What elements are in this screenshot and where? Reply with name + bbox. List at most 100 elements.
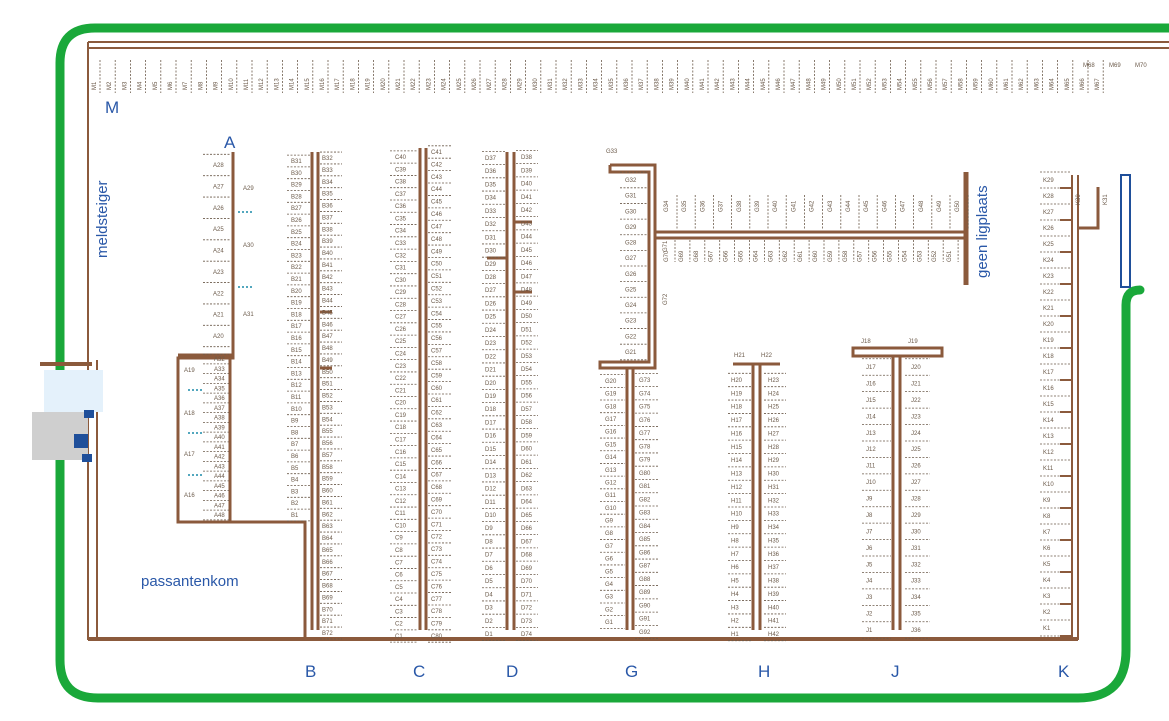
berth-g47: G47: [901, 200, 907, 212]
berth-c73: C73: [431, 547, 443, 553]
berth-c36: C36: [395, 204, 407, 210]
berth-b13: B13: [291, 371, 302, 377]
pier-d: [487, 152, 532, 630]
berth-d46: D46: [521, 261, 533, 267]
berth-k13: K13: [1043, 434, 1054, 440]
berth-b4: B4: [291, 478, 299, 484]
berth-g72: G72: [663, 293, 669, 305]
berth-g39: G39: [755, 200, 761, 212]
berth-g46: G46: [882, 200, 888, 212]
berth-h15: H15: [731, 445, 743, 451]
berth-c33: C33: [395, 241, 407, 247]
berth-b23: B23: [291, 253, 302, 259]
berth-d48: D48: [521, 288, 533, 294]
berth-m52: M52: [867, 78, 873, 90]
berth-k23: K23: [1043, 274, 1054, 280]
berth-j16: J16: [866, 381, 876, 387]
berth-a41: A41: [214, 445, 225, 451]
berth-b18: B18: [291, 312, 302, 318]
berth-c14: C14: [395, 474, 407, 480]
berth-a42: A42: [214, 455, 225, 461]
berth-a22: A22: [213, 291, 224, 297]
berth-m3: M3: [122, 81, 128, 90]
berth-m57: M57: [943, 78, 949, 90]
berth-h9: H9: [731, 525, 739, 531]
berth-c16: C16: [395, 450, 407, 456]
berth-a19: A19: [184, 368, 195, 374]
berth-m2: M2: [107, 81, 113, 90]
berth-m66: M66: [1080, 78, 1086, 90]
berth-j32: J32: [911, 562, 921, 568]
berth-h34: H34: [768, 525, 780, 531]
berth-m27: M27: [487, 78, 493, 90]
berth-g64: G64: [753, 250, 759, 262]
berth-b27: B27: [291, 206, 302, 212]
berth-d57: D57: [521, 407, 533, 413]
berth-m47: M47: [791, 78, 797, 90]
berth-j26: J26: [911, 464, 921, 470]
berth-c47: C47: [431, 224, 443, 230]
berth-m45: M45: [761, 78, 767, 90]
berth-c78: C78: [431, 609, 443, 615]
berth-d41: D41: [521, 195, 533, 201]
berth-b7: B7: [291, 442, 299, 448]
berth-c67: C67: [431, 473, 443, 479]
berth-a28: A28: [213, 163, 224, 169]
berth-g55: G55: [888, 250, 894, 262]
berth-c26: C26: [395, 327, 407, 333]
berth-m37: M37: [639, 78, 645, 90]
berth-c48: C48: [431, 237, 443, 243]
berth-j7: J7: [866, 529, 873, 535]
berth-g4: G4: [605, 582, 614, 588]
berth-h16: H16: [731, 431, 743, 437]
berth-c60: C60: [431, 386, 443, 392]
berth-h8: H8: [731, 538, 739, 544]
berth-d15: D15: [485, 447, 497, 453]
berth-g75: G75: [639, 405, 651, 411]
berth-d24: D24: [485, 328, 497, 334]
berth-m11: M11: [244, 78, 250, 90]
berth-b16: B16: [291, 336, 302, 342]
berth-a37: A37: [214, 406, 225, 412]
berth-c15: C15: [395, 462, 407, 468]
berth-g8: G8: [605, 531, 614, 537]
berth-a21: A21: [213, 313, 224, 319]
berth-k3: K3: [1043, 594, 1051, 600]
berth-c8: C8: [395, 548, 403, 554]
berth-c19: C19: [395, 413, 407, 419]
berth-c70: C70: [431, 510, 443, 516]
berth-d50: D50: [521, 314, 533, 320]
berth-g41: G41: [791, 200, 797, 212]
berth-a46: A46: [214, 494, 225, 500]
berth-g81: G81: [639, 484, 651, 490]
berth-h26: H26: [768, 418, 780, 424]
berth-h39: H39: [768, 592, 780, 598]
berth-g11: G11: [605, 493, 617, 499]
berth-g10: G10: [605, 506, 617, 512]
berth-b28: B28: [291, 194, 302, 200]
berth-h40: H40: [768, 605, 780, 611]
berth-a27: A27: [213, 184, 224, 190]
pier-j: [851, 346, 944, 630]
pier-k: [1078, 187, 1100, 230]
berth-k10: K10: [1043, 482, 1054, 488]
berth-g29: G29: [625, 225, 637, 231]
berth-d53: D53: [521, 354, 533, 360]
berth-b45: B45: [322, 310, 333, 316]
berth-g31: G31: [625, 194, 637, 200]
berth-c53: C53: [431, 299, 443, 305]
berth-h25: H25: [768, 405, 780, 411]
pier-label-a: A: [224, 133, 236, 152]
berth-c7: C7: [395, 560, 403, 566]
berth-m13: M13: [274, 78, 280, 90]
berth-c22: C22: [395, 376, 407, 382]
pier-label-h: H: [758, 662, 770, 681]
berth-m9: M9: [214, 81, 220, 90]
berth-c13: C13: [395, 487, 407, 493]
berth-k9: K9: [1043, 498, 1051, 504]
berth-j8: J8: [866, 513, 873, 519]
berth-g83: G83: [639, 511, 651, 517]
berth-c68: C68: [431, 485, 443, 491]
